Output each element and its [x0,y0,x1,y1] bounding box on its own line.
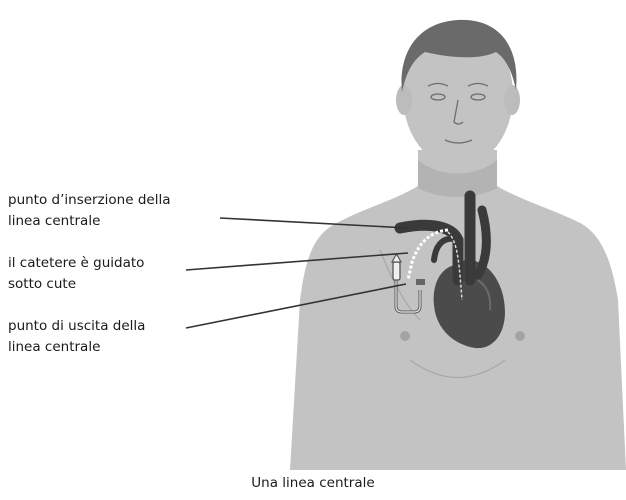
left-ear [396,85,412,115]
figure-caption: Una linea centrale [0,475,626,491]
right-nipple [515,331,525,341]
label-insertion-point: punto d’inserzione della linea centrale [8,190,170,232]
label-tunneled-catheter: il catetere è guidato sotto cute [8,253,144,295]
label-exit-line1: punto di uscita della [8,316,145,337]
catheter-exit-cuff [416,279,425,285]
label-insertion-line1: punto d’inserzione della [8,190,170,211]
right-ear [504,85,520,115]
label-exit-point: punto di uscita della linea centrale [8,316,145,358]
catheter-cap [393,262,400,280]
label-tunnel-line2: sotto cute [8,274,144,295]
label-tunnel-line1: il catetere è guidato [8,253,144,274]
label-insertion-line2: linea centrale [8,211,170,232]
left-nipple [400,331,410,341]
label-exit-line2: linea centrale [8,337,145,358]
